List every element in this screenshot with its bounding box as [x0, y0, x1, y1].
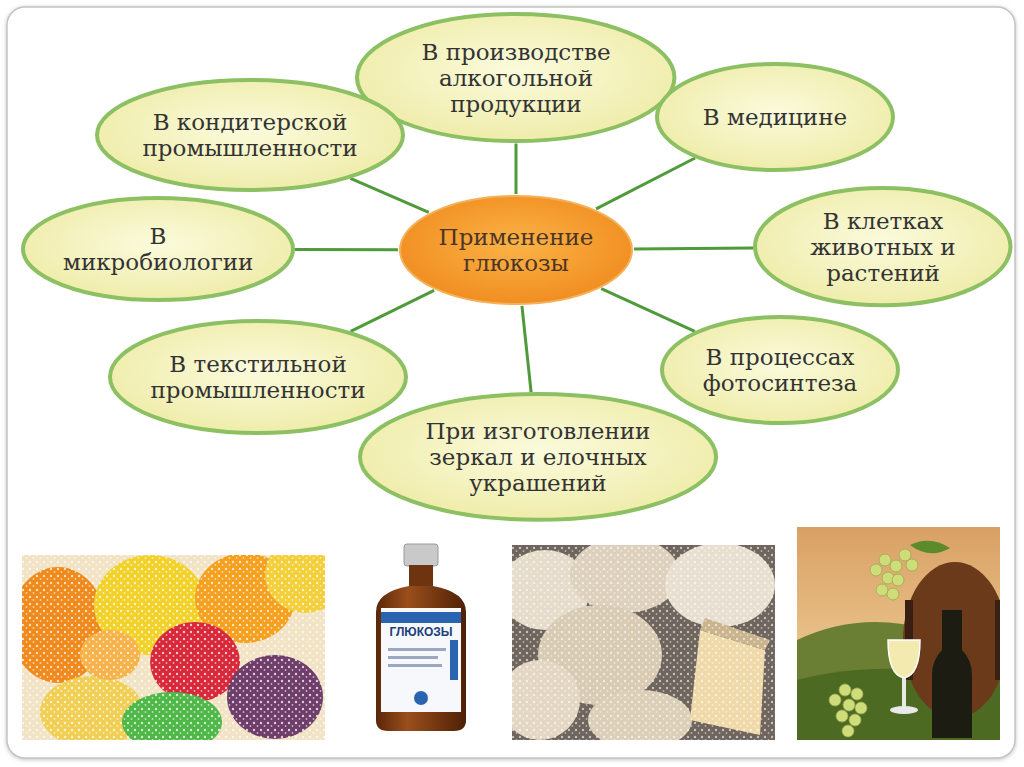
topic-ellipse: В процессах фотосинтеза	[660, 315, 900, 425]
wine-photo-part-part	[870, 564, 882, 576]
node-text: В микробиологии	[63, 223, 253, 275]
connector-line	[596, 158, 695, 209]
wine-photo-part-part	[829, 694, 841, 706]
pastry-photo-part	[512, 545, 775, 740]
ellipse-shape	[110, 321, 406, 433]
connector-line	[522, 306, 531, 392]
topic-ellipse: В микробиологии	[21, 196, 295, 302]
connector-line	[601, 289, 695, 332]
topic-ellipse: В клетках животных и растений	[753, 186, 1012, 307]
glucose-bottle-part	[450, 640, 458, 680]
wine-photo-part-part	[906, 559, 918, 571]
wine-photo-part	[902, 678, 906, 708]
wine-photo-part	[890, 706, 918, 714]
node-text: В производстве алкогольной продукции	[408, 39, 623, 117]
text-group: В клетках животных и растений	[805, 208, 960, 286]
bottle-label-text: ГЛЮКОЗЫ	[381, 625, 461, 639]
candy-photo-part	[22, 555, 325, 740]
text-group: В кондитерской промышленности	[143, 109, 358, 161]
candy-photo	[22, 555, 325, 740]
ellipse-shape	[360, 394, 716, 520]
wine-photo-part-part	[842, 725, 854, 737]
wine-photo-part-part	[843, 699, 855, 711]
glucose-bottle-part	[381, 612, 461, 623]
node-text: При изготовлении зеркал и елочных украше…	[418, 418, 658, 496]
pastry-photo-part	[512, 545, 775, 740]
connector-line	[634, 247, 753, 251]
text-group: В текстильной промышленности	[151, 351, 366, 403]
wine-photo-part-part	[851, 688, 863, 700]
wine-photo-part	[995, 600, 1000, 680]
ellipse-shape	[755, 188, 1010, 305]
glucose-bottle-part	[376, 586, 466, 731]
topic-ellipse: В медицине	[655, 62, 895, 172]
text-group: Применение глюкозы	[429, 224, 604, 276]
wine-photo-part-part	[855, 702, 867, 714]
center-ellipse: Применение глюкозы	[398, 194, 634, 306]
topic-ellipse: В текстильной промышленности	[108, 319, 408, 435]
wine-photo-part-part	[899, 549, 911, 561]
node-text: Применение глюкозы	[429, 224, 604, 276]
wine-photo-part-part	[887, 588, 899, 600]
topic-ellipse: При изготовлении зеркал и елочных украше…	[358, 392, 718, 522]
connector-line	[351, 290, 434, 331]
candy-photo-part	[22, 555, 325, 740]
wine-photo-part-part	[879, 554, 891, 566]
node-text: В клетках животных и растений	[805, 208, 960, 286]
pastry-photo	[512, 545, 775, 740]
wine-photo-part	[910, 541, 950, 554]
text-group: В медицине	[703, 104, 847, 130]
text-group: В процессах фотосинтеза	[693, 344, 868, 396]
topic-ellipse: В производстве алкогольной продукции	[355, 12, 676, 143]
glucose-bottle-part	[388, 648, 446, 651]
ellipse-shape	[657, 64, 893, 170]
text-group: В микробиологии	[63, 223, 253, 275]
connector-line	[514, 144, 517, 194]
text-group: В производстве алкогольной продукции	[408, 39, 623, 117]
wine-photo-part	[829, 549, 918, 737]
wine-photo-part-part	[890, 560, 902, 572]
glucose-bottle-part	[414, 691, 428, 705]
ellipse-shape	[357, 14, 674, 141]
node-text: В медицине	[703, 104, 847, 130]
topic-ellipse: В кондитерской промышленности	[95, 78, 405, 192]
text-group: При изготовлении зеркал и елочных украше…	[418, 418, 658, 496]
node-text: В текстильной промышленности	[151, 351, 366, 403]
wine-photo-part	[888, 640, 920, 678]
ellipse-shape	[23, 198, 293, 300]
wine-photo-part-part	[836, 710, 848, 722]
node-text: В процессах фотосинтеза	[693, 344, 868, 396]
ellipse-shape	[662, 317, 898, 423]
glucose-bottle-part	[409, 565, 433, 587]
glucose-bottle-part	[404, 544, 438, 566]
wine-photo-part-part	[876, 584, 888, 596]
wine-photo	[797, 527, 1000, 740]
glucose-bottle	[376, 544, 466, 731]
glucose-bottle-part	[381, 608, 461, 712]
wine-photo-part	[932, 610, 972, 738]
glucose-bottle-part	[388, 656, 438, 659]
connector-line	[350, 178, 428, 212]
node-text: В кондитерской промышленности	[143, 109, 358, 161]
wine-photo-part-part	[849, 714, 861, 726]
slide-border	[7, 7, 1015, 758]
glucose-bottle-part	[388, 664, 442, 667]
ellipse-shape	[97, 80, 403, 190]
ellipse-shape	[400, 196, 632, 304]
wine-photo-part-part	[892, 574, 904, 586]
connector-line	[295, 248, 398, 251]
wine-photo-part-part	[839, 684, 851, 696]
